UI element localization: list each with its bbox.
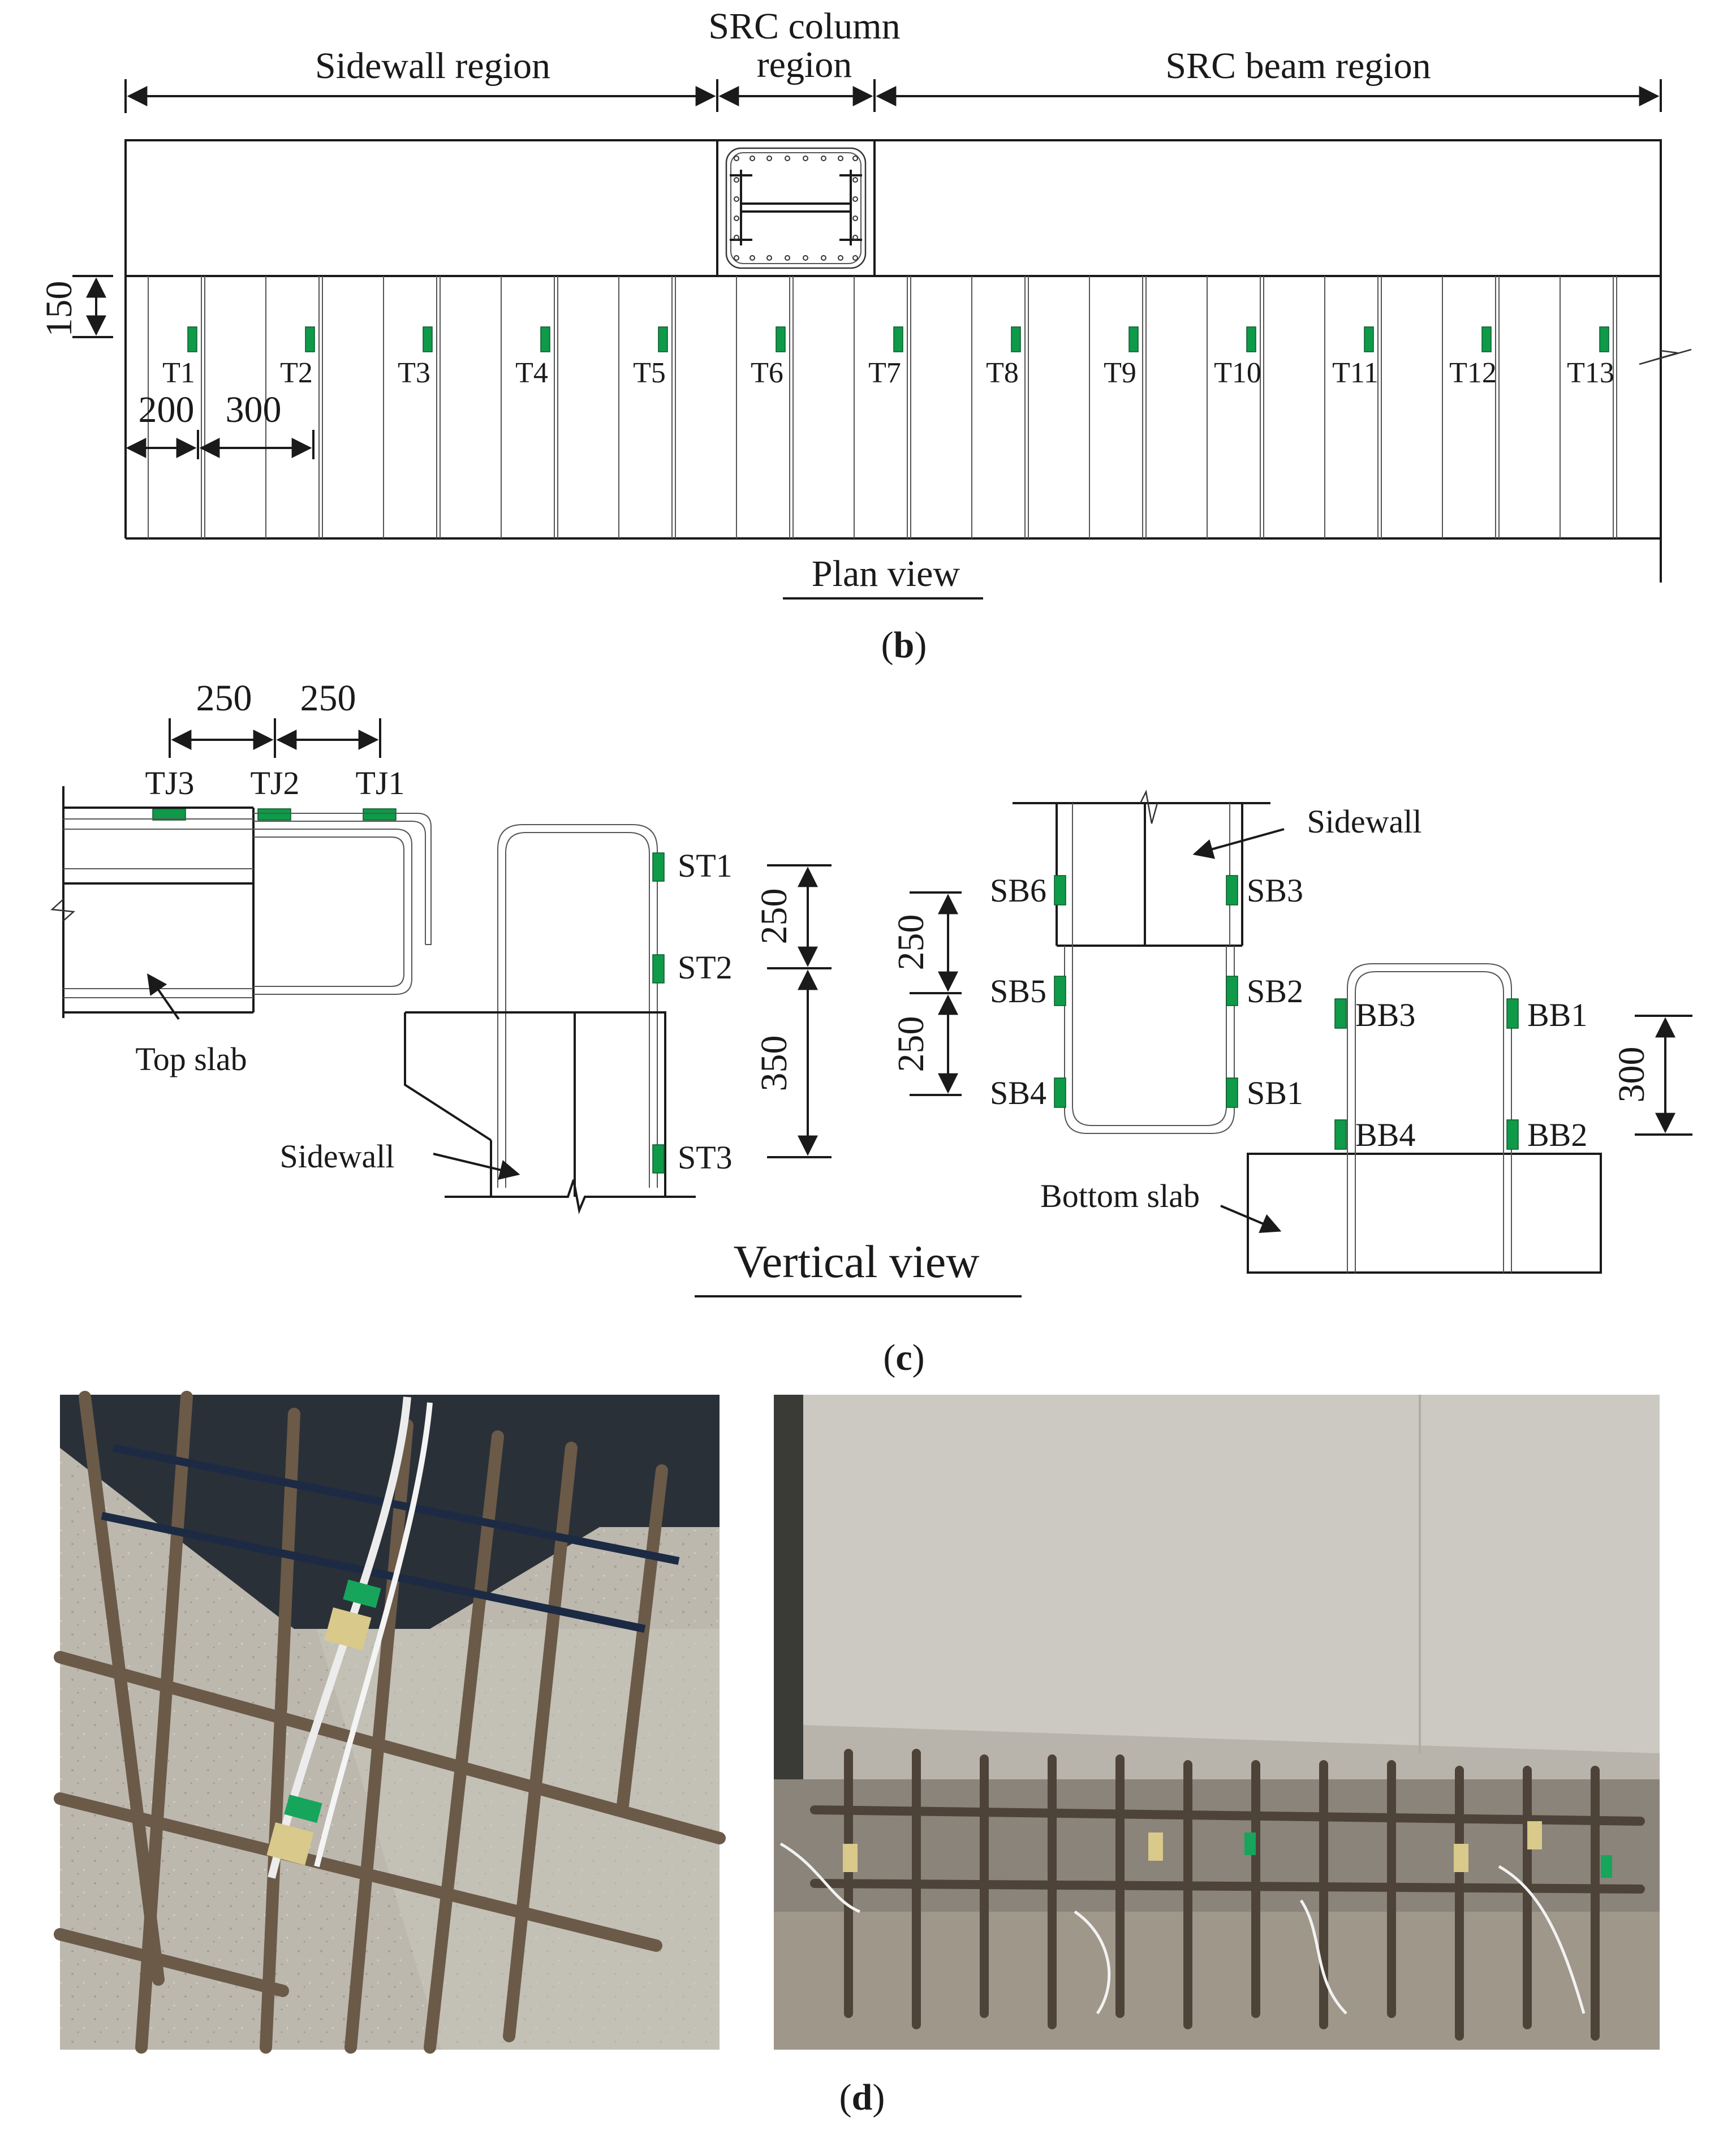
right-sidewall-drawing — [1013, 790, 1270, 1134]
column-region-label-2: region — [757, 44, 852, 85]
gauge-t2 — [305, 326, 315, 352]
gauge-t4 — [540, 326, 550, 352]
gauge-bb4 — [1334, 1119, 1347, 1150]
gauge-t3 — [423, 326, 433, 352]
caption-b: (b) — [881, 624, 927, 666]
top-slab-drawing — [50, 786, 432, 1018]
gauge-sb6 — [1054, 875, 1066, 906]
gauge-label: T6 — [751, 357, 783, 389]
gauge-sb1 — [1226, 1077, 1238, 1108]
dim-150-label: 150 — [38, 281, 80, 337]
gauge-label: T2 — [280, 357, 313, 389]
plan-view: Sidewall region SRC column region SRC be… — [38, 6, 1692, 666]
photo-left — [54, 1391, 726, 2054]
vertical-view: 250 250 TJ3 TJ2 TJ1 Top slab — [50, 678, 1692, 1378]
break-symbol — [1639, 348, 1692, 365]
sidewall-left-pointer — [433, 1153, 520, 1180]
column-region-label-1: SRC column — [708, 6, 900, 47]
gauge-label: T11 — [1332, 357, 1379, 389]
dim-250-label-a: 250 — [196, 678, 252, 719]
gauge-label: T13 — [1567, 357, 1614, 389]
gauge-tj1 — [363, 808, 397, 821]
bottom-slab-label: Bottom slab — [1040, 1178, 1200, 1214]
gauge-sb5 — [1054, 976, 1066, 1006]
gauge-t12 — [1481, 326, 1492, 352]
bottom-slab-pointer — [1220, 1205, 1282, 1233]
gauge-st2 — [652, 954, 665, 984]
gauge-t10 — [1246, 326, 1256, 352]
caption-c: (c) — [883, 1337, 924, 1378]
gauge-tj2 — [257, 808, 291, 821]
gauge-t5 — [658, 326, 668, 352]
label-bb3: BB3 — [1355, 997, 1415, 1033]
dim-200-label: 200 — [139, 389, 195, 430]
gauge-label: T3 — [398, 357, 430, 389]
gauge-st1 — [652, 852, 665, 882]
dim-sb-250-label-a: 250 — [890, 915, 932, 971]
gauge-st3 — [652, 1144, 665, 1174]
gauge-label: T5 — [633, 357, 666, 389]
plan-view-title: Plan view — [812, 553, 960, 594]
label-bb2: BB2 — [1527, 1116, 1587, 1153]
plan-gauge-group: T1 T2 T3 T4 T5 T6 T7 T8 T9 T10 T11 T12 T13 — [162, 326, 1614, 389]
sidewall-right-label: Sidewall — [1307, 803, 1422, 840]
beam-region-label: SRC beam region — [1165, 45, 1431, 87]
dim-st-350-label: 350 — [753, 1036, 795, 1092]
label-sb1: SB1 — [1247, 1075, 1303, 1111]
gauge-label: T12 — [1449, 357, 1497, 389]
dim-st-250-label: 250 — [753, 889, 795, 945]
gauge-label: T8 — [986, 357, 1019, 389]
label-tj3: TJ3 — [145, 765, 195, 801]
gauge-label: T1 — [162, 357, 195, 389]
vertical-view-title: Vertical view — [734, 1236, 980, 1287]
label-sb5: SB5 — [990, 973, 1046, 1010]
sidewall-region-label: Sidewall region — [315, 45, 550, 87]
gauge-sb2 — [1226, 976, 1238, 1006]
gauge-label: T10 — [1214, 357, 1261, 389]
top-slab-label: Top slab — [135, 1041, 247, 1077]
gauge-sb4 — [1054, 1077, 1066, 1108]
label-st1: ST1 — [678, 847, 733, 884]
label-st2: ST2 — [678, 949, 733, 986]
src-column-section — [725, 147, 867, 269]
dim-sb-250-label-b: 250 — [890, 1016, 932, 1072]
gauge-sb3 — [1226, 875, 1238, 906]
label-sb3: SB3 — [1247, 872, 1303, 909]
dim-bb-300-label: 300 — [1611, 1047, 1652, 1103]
gauge-label: T7 — [868, 357, 901, 389]
gauge-t1 — [187, 326, 197, 352]
plan-rebar-lines — [148, 276, 1617, 538]
label-sb6: SB6 — [990, 872, 1046, 909]
label-tj2: TJ2 — [251, 765, 300, 801]
label-tj1: TJ1 — [356, 765, 405, 801]
gauge-t13 — [1599, 326, 1609, 352]
gauge-bb3 — [1334, 998, 1347, 1029]
wall-strip — [124, 139, 1662, 277]
gauge-t9 — [1128, 326, 1139, 352]
gauge-t6 — [776, 326, 786, 352]
sidewall-left-label: Sidewall — [280, 1138, 395, 1175]
gauge-bb1 — [1506, 998, 1519, 1029]
middle-sidewall-drawing — [404, 824, 696, 1214]
caption-d: (d) — [839, 2077, 885, 2118]
top-slab-pointer — [147, 973, 180, 1020]
dim-250-label-b: 250 — [300, 678, 356, 719]
gauge-t11 — [1364, 326, 1374, 352]
gauge-bb2 — [1506, 1119, 1519, 1150]
dim-300-label: 300 — [226, 389, 282, 430]
gauge-label: T9 — [1104, 357, 1136, 389]
label-bb1: BB1 — [1527, 997, 1587, 1033]
gauge-t8 — [1011, 326, 1021, 352]
label-st3: ST3 — [678, 1139, 733, 1176]
gauge-t7 — [893, 326, 903, 352]
label-sb4: SB4 — [990, 1075, 1046, 1111]
label-bb4: BB4 — [1355, 1116, 1415, 1153]
label-sb2: SB2 — [1247, 973, 1303, 1010]
photo-right — [774, 1395, 1660, 2050]
gauge-label: T4 — [515, 357, 548, 389]
bottom-slab-drawing — [1247, 963, 1602, 1274]
sidewall-right-pointer — [1192, 828, 1285, 859]
